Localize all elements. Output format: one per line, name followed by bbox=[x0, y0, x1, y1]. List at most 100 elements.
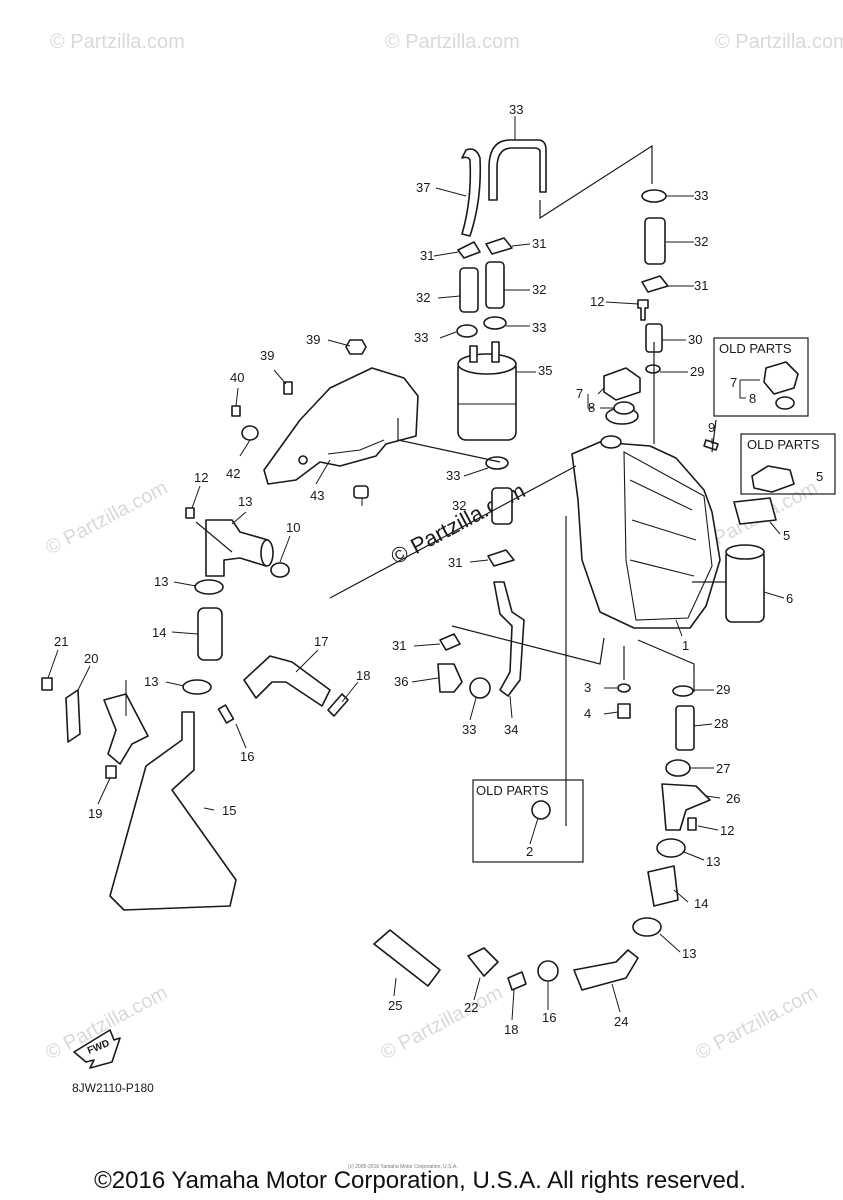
o-ring-8-old bbox=[775, 396, 795, 410]
callout: 13 bbox=[682, 946, 696, 961]
callout: 31 bbox=[532, 236, 546, 251]
o-ring-8 bbox=[613, 401, 635, 415]
clamp-16 bbox=[537, 960, 559, 982]
callout: 39 bbox=[260, 348, 274, 363]
connection-lines bbox=[195, 144, 726, 826]
hose-38 bbox=[461, 148, 482, 237]
grommet-2 bbox=[531, 800, 551, 820]
callout: 7 bbox=[576, 386, 583, 401]
callout: 31 bbox=[694, 278, 708, 293]
o-ring-3 bbox=[617, 683, 631, 693]
callout: 32 bbox=[532, 282, 546, 297]
leader-lines bbox=[47, 116, 785, 1021]
callout: 25 bbox=[388, 998, 402, 1013]
watermark: © Partzilla.com bbox=[42, 477, 171, 560]
bolt-12 bbox=[637, 299, 649, 321]
pipe-32 bbox=[459, 267, 479, 313]
clamp-13 bbox=[194, 579, 224, 595]
clamp-33 bbox=[641, 189, 667, 203]
callout: 29 bbox=[716, 682, 730, 697]
elbow-11 bbox=[205, 519, 269, 577]
clamp-33 bbox=[483, 316, 507, 330]
clamp-13 bbox=[632, 917, 662, 937]
callout: 40 bbox=[230, 370, 244, 385]
watermark: © Partzilla.com bbox=[692, 982, 821, 1065]
watermark-layer: © Partzilla.com © Partzilla.com © Partzi… bbox=[42, 31, 843, 1064]
watermark: © Partzilla.com bbox=[377, 982, 506, 1065]
callout: 31 bbox=[448, 555, 462, 570]
nut-19 bbox=[105, 765, 117, 779]
filter-6 bbox=[725, 544, 765, 623]
copyright-notice: ©2016 Yamaha Motor Corporation, U.S.A. A… bbox=[94, 1167, 746, 1194]
clamp-16 bbox=[217, 704, 235, 724]
callout: 14 bbox=[152, 625, 166, 640]
callout: 12 bbox=[590, 294, 604, 309]
callout: 33 bbox=[462, 722, 476, 737]
callout: 33 bbox=[509, 102, 523, 117]
callout: 32 bbox=[452, 498, 466, 513]
bracket-20 bbox=[65, 689, 81, 743]
callout: 12 bbox=[720, 823, 734, 838]
elbow-11-end bbox=[260, 539, 274, 567]
watermark: © Partzilla.com bbox=[715, 31, 843, 53]
clamp-31 bbox=[485, 237, 513, 255]
callout: 33 bbox=[414, 330, 428, 345]
callout: 20 bbox=[84, 651, 98, 666]
callout: 21 bbox=[54, 634, 68, 649]
hose-34 bbox=[488, 139, 547, 201]
old-parts-label: OLD PARTS bbox=[476, 783, 549, 798]
clamp-33 bbox=[456, 324, 478, 338]
pipe-32 bbox=[644, 217, 666, 265]
callout: 42 bbox=[226, 466, 240, 481]
pipe-32 bbox=[485, 261, 505, 309]
old-parts-box: OLD PARTS bbox=[740, 433, 836, 495]
plate-5-old bbox=[751, 465, 795, 493]
callout: 26 bbox=[726, 791, 740, 806]
callout: 33 bbox=[446, 468, 460, 483]
bracket-hole bbox=[298, 455, 308, 465]
bolt-9 bbox=[703, 439, 719, 451]
callout: 5 bbox=[783, 528, 790, 543]
bolt-21 bbox=[41, 677, 53, 691]
hose-23 bbox=[373, 929, 441, 987]
fwd-arrow-icon: FWD bbox=[73, 1029, 121, 1069]
callout: 4 bbox=[584, 706, 591, 721]
o-ring-28 bbox=[672, 685, 694, 697]
callout: 7 bbox=[730, 375, 737, 390]
callout: 13 bbox=[706, 854, 720, 869]
callout: 29 bbox=[690, 364, 704, 379]
callout: 13 bbox=[144, 674, 158, 689]
callout: 5 bbox=[816, 469, 823, 484]
clamp-33 bbox=[469, 677, 491, 699]
bolt-39 bbox=[283, 381, 293, 395]
callout: 2 bbox=[526, 844, 533, 859]
hose-15 bbox=[109, 711, 237, 911]
bracket-42 bbox=[263, 367, 419, 485]
old-parts-label: OLD PARTS bbox=[747, 437, 820, 452]
clip-18 bbox=[327, 693, 349, 717]
callout: 19 bbox=[88, 806, 102, 821]
fitting-25 bbox=[661, 783, 711, 831]
clip-18 bbox=[507, 971, 527, 991]
oil-tank-1 bbox=[571, 407, 721, 629]
callout: 33 bbox=[532, 320, 546, 335]
callout: 39 bbox=[306, 332, 320, 347]
plug-4 bbox=[617, 703, 631, 719]
callout: 27 bbox=[716, 761, 730, 776]
bolt-40 bbox=[231, 405, 241, 417]
callout: 12 bbox=[194, 470, 208, 485]
callout: 32 bbox=[416, 290, 430, 305]
callout: 28 bbox=[714, 716, 728, 731]
callout: 31 bbox=[420, 248, 434, 263]
bolt-12 bbox=[185, 507, 195, 519]
callout: 32 bbox=[694, 234, 708, 249]
callout: 24 bbox=[614, 1014, 628, 1029]
clamp-13 bbox=[656, 838, 686, 858]
callout: 10 bbox=[286, 520, 300, 535]
clamp-31 bbox=[487, 549, 515, 567]
o-ring-26 bbox=[665, 759, 691, 777]
cap-7 bbox=[603, 367, 641, 401]
fine-print: (c) 2005-2016 Yamaha Motor Corporation, … bbox=[348, 1164, 458, 1170]
canister-35 bbox=[457, 341, 517, 441]
